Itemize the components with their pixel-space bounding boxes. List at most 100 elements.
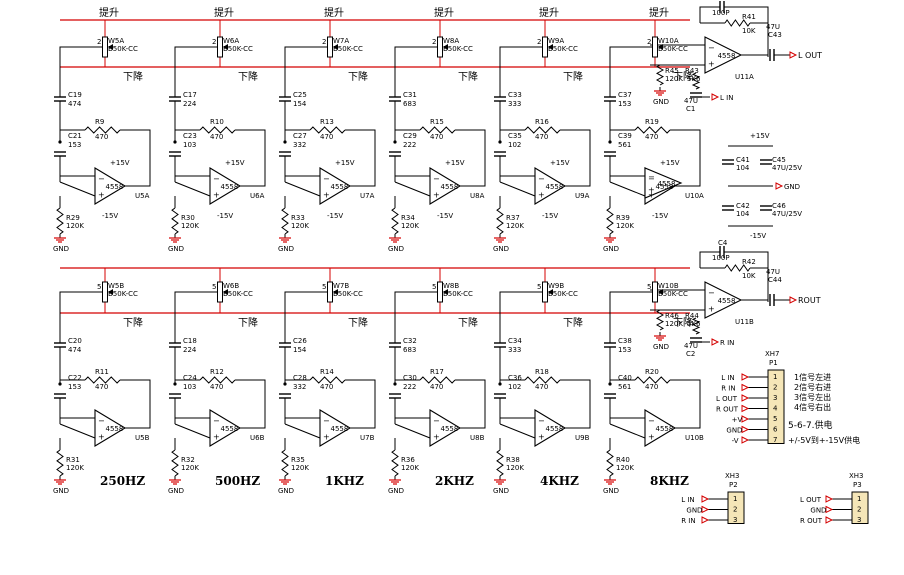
wiper-wire — [394, 291, 437, 343]
res-ref: R45 — [665, 67, 679, 75]
pin-arrow — [701, 505, 710, 514]
opamp-minus: − — [433, 175, 440, 184]
label-down: 下降 — [563, 316, 583, 329]
opamp-type-label: 4558 — [718, 52, 736, 60]
gnd-symbol: GND — [168, 487, 184, 495]
cap-value: 47U — [766, 23, 780, 31]
cap-ref: C30 — [403, 374, 417, 382]
cap-value: 102 — [508, 141, 521, 149]
cap-ref: C41 — [736, 156, 750, 164]
pin-number: 5 — [322, 283, 326, 291]
res-ref: R34 — [401, 214, 415, 222]
cap-value: 224 — [183, 100, 197, 108]
wire — [125, 420, 151, 429]
opamp-minus: − — [433, 417, 440, 426]
opamp-type-label: 4558 — [718, 297, 736, 305]
pin-number: 2 — [212, 38, 216, 46]
wire — [174, 129, 200, 142]
pot-ref: W8B — [443, 282, 459, 290]
pot-value: B50K-CC — [223, 290, 253, 298]
res-value: 470 — [430, 383, 443, 391]
wire — [240, 420, 266, 429]
pin-label: L OUT — [800, 496, 822, 504]
resistor-feedback — [419, 126, 456, 134]
gnd-symbol: GND — [493, 245, 509, 253]
pin-number: 2 — [857, 506, 861, 514]
res-ref: R15 — [430, 118, 444, 126]
wire — [565, 178, 591, 187]
potentiometer-w7b — [327, 281, 333, 303]
cap-value: 153 — [618, 100, 631, 108]
res-ref: R10 — [210, 118, 224, 126]
label-down: 下降 — [673, 316, 693, 329]
cap-ref: C22 — [68, 374, 82, 382]
junction-dot — [608, 140, 612, 144]
cap-ref: C23 — [183, 132, 197, 140]
pot-ref: W10B — [658, 282, 679, 290]
cap-value: 100P — [712, 9, 730, 17]
wire — [174, 181, 211, 197]
gnd-symbol: GND — [278, 245, 294, 253]
wire — [455, 379, 486, 420]
pin-number: 2 — [432, 38, 436, 46]
res-ref: R33 — [291, 214, 305, 222]
gnd-symbol: GND — [278, 487, 294, 495]
res-value: 120K — [401, 222, 419, 230]
cap-ref: C38 — [618, 337, 632, 345]
band-label: 1KHZ — [325, 474, 364, 488]
port-label: ROUT — [798, 296, 821, 305]
resistor-r42 — [724, 264, 751, 272]
connector-xh3-p2 — [727, 491, 745, 524]
junction-dot — [393, 140, 397, 144]
wiper-wire — [59, 291, 102, 343]
connector-title: XH3 — [849, 472, 864, 480]
potentiometer-w9b — [542, 281, 548, 303]
cap-ref: C32 — [403, 337, 417, 345]
pot-value: B50K-CC — [443, 290, 473, 298]
opamp-plus: + — [708, 60, 715, 69]
pot-ref: W7A — [333, 37, 349, 45]
pin-number: 2 — [647, 38, 651, 46]
cap-ref: C2 — [686, 350, 695, 358]
wiper-wire — [394, 46, 437, 97]
pin-number: 1 — [857, 495, 861, 503]
cap-ref: C28 — [293, 374, 307, 382]
pot-value: B50K-CC — [333, 290, 363, 298]
pin-arrow — [741, 415, 750, 423]
pot-value: B50K-CC — [108, 290, 138, 298]
cap-value: 47U — [684, 342, 698, 350]
opamp-plus: + — [433, 433, 440, 442]
opamp-plus: + — [538, 433, 545, 442]
res-ref: R35 — [291, 456, 305, 464]
port-out — [789, 51, 798, 59]
res-value: 470 — [320, 133, 333, 141]
opamp-minus: − — [648, 175, 655, 184]
resistor-r46 — [655, 309, 665, 331]
junction-dot — [173, 382, 177, 386]
resistor-ground — [496, 207, 504, 235]
pot-value: B50K-CC — [658, 290, 688, 298]
potentiometer-w5b — [102, 281, 108, 303]
opamp-type-label: 4558 — [441, 183, 459, 191]
wire — [609, 181, 646, 197]
cap-value: 333 — [508, 100, 521, 108]
res-value: 120K — [401, 464, 419, 472]
pin-label: R IN — [681, 517, 695, 525]
pin-label: +V — [732, 416, 743, 424]
res-ref: R16 — [535, 118, 549, 126]
pot-value: B50K-CC — [108, 45, 138, 53]
cap-ref: C17 — [183, 91, 197, 99]
resistor-feedback — [419, 376, 456, 384]
pin-arrow — [741, 394, 750, 402]
resistor-ground — [171, 207, 179, 235]
connector-ref: P3 — [853, 481, 862, 489]
cap-value: 333 — [508, 346, 521, 354]
cap-value: 103 — [183, 141, 196, 149]
resistor-feedback — [309, 376, 346, 384]
cap-ref: C18 — [183, 337, 197, 345]
connector-xh3-p3 — [851, 491, 869, 524]
potentiometer-w7a — [327, 36, 333, 58]
cap-value: 224 — [183, 346, 197, 354]
opamp-u9a — [534, 167, 567, 205]
pin-number: 5 — [97, 283, 101, 291]
